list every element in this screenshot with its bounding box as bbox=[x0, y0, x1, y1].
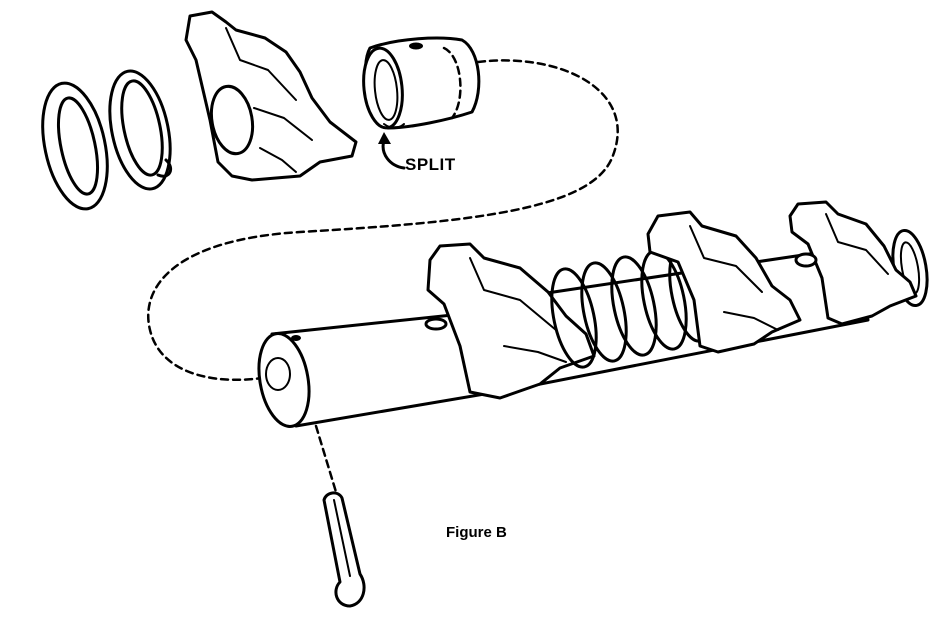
split-bushing bbox=[362, 36, 481, 130]
cotter-pin bbox=[322, 491, 366, 608]
cotter-pin-alignment-dashed-line bbox=[314, 424, 338, 494]
rocker-arm-on-shaft-3 bbox=[788, 200, 918, 326]
assembly-path-dashed-line bbox=[146, 59, 619, 382]
figure-caption: Figure B bbox=[446, 524, 507, 541]
rocker-arm-on-shaft-2 bbox=[646, 210, 802, 354]
flat-washer bbox=[41, 81, 109, 211]
split-pointer-arrow bbox=[378, 132, 406, 170]
rocker-arm-loose bbox=[184, 10, 358, 182]
split-label: SPLIT bbox=[405, 155, 456, 174]
spring-washer bbox=[108, 69, 173, 191]
